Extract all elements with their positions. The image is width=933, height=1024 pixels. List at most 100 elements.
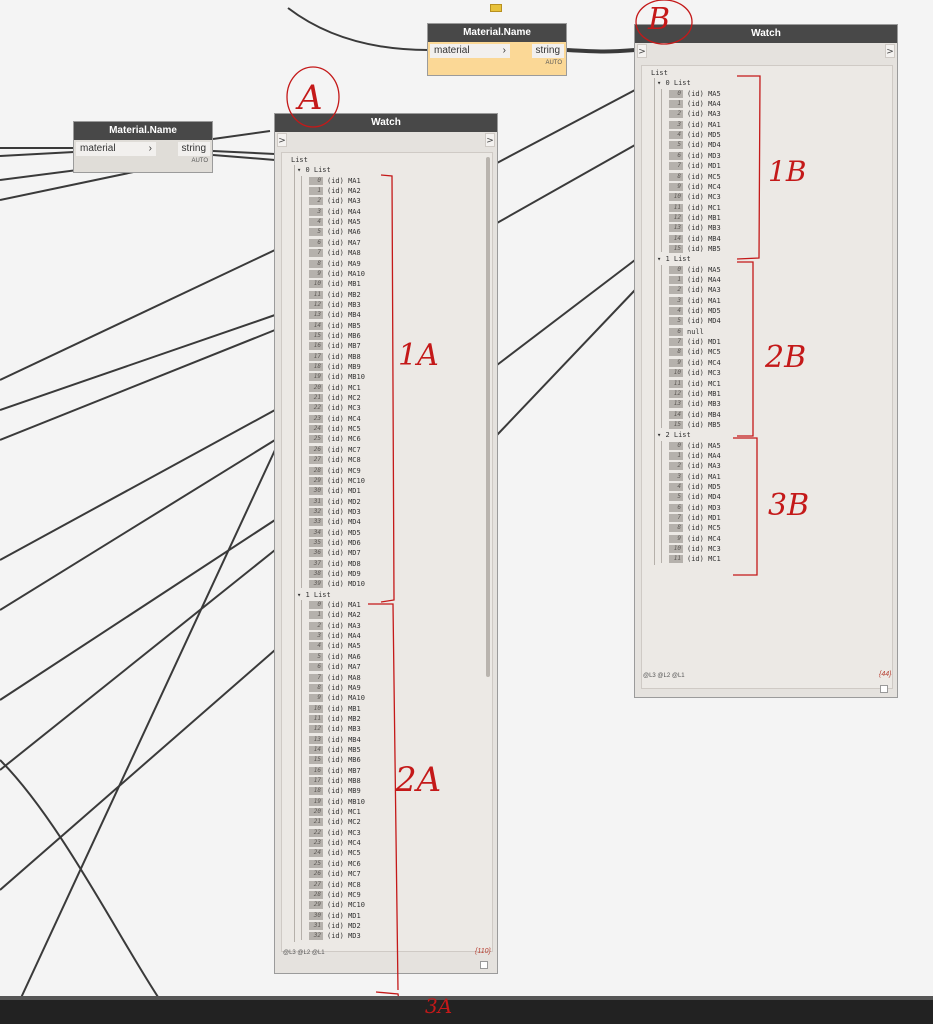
graph-canvas[interactable]: Material.Name material › string AUTO Mat… [0,0,933,1000]
sublist-header[interactable]: ▾ 1 List [297,590,331,600]
list-item[interactable]: 9(id) MC4 [669,358,721,368]
list-item[interactable]: 3(id) MA1 [669,120,721,130]
list-item[interactable]: 2(id) MA3 [669,461,721,471]
list-item[interactable]: 1(id) MA4 [669,99,721,109]
list-item[interactable]: 28(id) MC9 [309,890,361,900]
list-item[interactable]: 13(id) MB3 [669,399,721,409]
list-item[interactable]: 4(id) MA5 [309,217,361,227]
list-item[interactable]: 23(id) MC4 [309,414,361,424]
list-item[interactable]: 9(id) MC4 [669,534,721,544]
list-item[interactable]: 13(id) MB4 [309,735,361,745]
list-item[interactable]: 8(id) MC5 [669,347,721,357]
list-item[interactable]: 8(id) MC5 [669,523,721,533]
list-item[interactable]: 25(id) MC6 [309,859,361,869]
watch-input-port[interactable]: > [637,44,647,58]
list-item[interactable]: 22(id) MC3 [309,403,361,413]
list-item[interactable]: 10(id) MC3 [669,544,721,554]
list-item[interactable]: 15(id) MB5 [669,420,721,430]
list-item[interactable]: 17(id) MB8 [309,352,361,362]
material-name-node-top[interactable]: Material.Name material › string AUTO [427,23,567,76]
list-item[interactable]: 18(id) MB9 [309,786,361,796]
material-input-port[interactable]: material › [430,44,510,58]
lacing-label[interactable]: AUTO [545,60,562,66]
sublist-header[interactable]: ▾ 0 List [657,78,691,88]
list-item[interactable]: 0(id) MA1 [309,600,361,610]
sublist-header[interactable]: ▾ 2 List [657,430,691,440]
list-item[interactable]: 12(id) MB3 [309,300,361,310]
list-item[interactable]: 10(id) MC3 [669,368,721,378]
list-item[interactable]: 1(id) MA4 [669,275,721,285]
list-item[interactable]: 16(id) MB7 [309,341,361,351]
list-item[interactable]: 27(id) MC8 [309,455,361,465]
watch-input-port[interactable]: > [277,133,287,147]
list-item[interactable]: 11(id) MC1 [669,379,721,389]
list-item[interactable]: 2(id) MA3 [309,196,361,206]
collapse-arrow-icon[interactable]: ▾ [657,79,666,88]
list-item[interactable]: 30(id) MD1 [309,911,361,921]
list-item[interactable]: 34(id) MD5 [309,528,361,538]
list-item[interactable]: 9(id) MA10 [309,693,365,703]
list-item[interactable]: 9(id) MA10 [309,269,365,279]
collapse-arrow-icon[interactable]: ▾ [297,590,306,599]
list-item[interactable]: 39(id) MD10 [309,579,365,589]
node-title[interactable]: Material.Name [74,122,212,140]
list-item[interactable]: 5(id) MD4 [669,316,721,326]
list-levels[interactable]: @L3 @L2 @L1 [283,950,325,956]
list-item[interactable]: 21(id) MC2 [309,817,361,827]
list-item[interactable]: 14(id) MB4 [669,410,721,420]
list-item[interactable]: 31(id) MD2 [309,921,361,931]
list-item[interactable]: 26(id) MC7 [309,445,361,455]
list-item[interactable]: 10(id) MB1 [309,704,361,714]
list-item[interactable]: 7(id) MD1 [669,337,721,347]
collapse-arrow-icon[interactable]: ▾ [297,166,306,175]
list-item[interactable]: 15(id) MB5 [669,244,721,254]
list-item[interactable]: 8(id) MC5 [669,172,721,182]
list-item[interactable]: 0(id) MA5 [669,441,721,451]
list-item[interactable]: 12(id) MB1 [669,389,721,399]
list-item[interactable]: 11(id) MC1 [669,203,721,213]
list-item[interactable]: 13(id) MB3 [669,223,721,233]
list-item[interactable]: 7(id) MD1 [669,161,721,171]
list-item[interactable]: 4(id) MD5 [669,482,721,492]
collapse-arrow-icon[interactable]: ▾ [657,255,666,264]
list-item[interactable]: 19(id) MB10 [309,372,365,382]
raw-view-checkbox[interactable] [480,961,488,969]
list-item[interactable]: 3(id) MA1 [669,472,721,482]
list-item[interactable]: 8(id) MA9 [309,683,361,693]
list-item[interactable]: 14(id) MB5 [309,745,361,755]
list-item[interactable]: 19(id) MB10 [309,797,365,807]
list-item[interactable]: 20(id) MC1 [309,807,361,817]
watch-output-port[interactable]: > [885,44,895,58]
list-item[interactable]: 29(id) MC10 [309,476,365,486]
string-output-port[interactable]: string [531,44,564,58]
string-output-port[interactable]: string [177,142,210,156]
list-item[interactable]: 35(id) MD6 [309,538,361,548]
list-item[interactable]: 1(id) MA4 [669,451,721,461]
list-item[interactable]: 18(id) MB9 [309,362,361,372]
list-item[interactable]: 4(id) MD5 [669,130,721,140]
collapse-arrow-icon[interactable]: ▾ [657,431,666,440]
list-item[interactable]: 6(id) MD3 [669,151,721,161]
list-item[interactable]: 13(id) MB4 [309,310,361,320]
sublist-header[interactable]: ▾ 0 List [297,165,331,175]
raw-view-checkbox[interactable] [880,685,888,693]
list-item[interactable]: 27(id) MC8 [309,880,361,890]
list-item[interactable]: 21(id) MC2 [309,393,361,403]
list-item[interactable]: 0(id) MA1 [309,176,361,186]
sublist-header[interactable]: ▾ 1 List [657,254,691,264]
list-item[interactable]: 12(id) MB3 [309,724,361,734]
list-item[interactable]: 14(id) MB4 [669,234,721,244]
list-item[interactable]: 1(id) MA2 [309,610,361,620]
list-item[interactable]: 5(id) MA6 [309,227,361,237]
list-item[interactable]: 25(id) MC6 [309,434,361,444]
material-name-node-left[interactable]: Material.Name material › string AUTO [73,121,213,173]
list-item[interactable]: 9(id) MC4 [669,182,721,192]
list-item[interactable]: 12(id) MB1 [669,213,721,223]
list-item[interactable]: 6(id) MA7 [309,238,361,248]
list-item[interactable]: 2(id) MA3 [669,109,721,119]
list-item[interactable]: 7(id) MA8 [309,673,361,683]
watch-output-port[interactable]: > [485,133,495,147]
